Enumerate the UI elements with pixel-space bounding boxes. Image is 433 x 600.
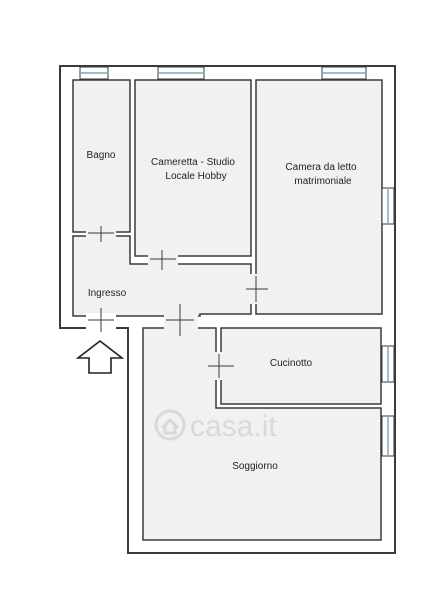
door-cucinotto <box>208 352 234 380</box>
label-ingresso: Ingresso <box>88 288 127 299</box>
label-cucinotto: Cucinotto <box>270 358 313 369</box>
door-soggiorno <box>164 304 198 336</box>
window-right-soggiorno <box>381 415 395 457</box>
door-entrance <box>86 308 116 332</box>
window-top-camera <box>321 66 367 80</box>
door-cameretta <box>148 250 178 270</box>
window-right-cucinotto <box>381 345 395 383</box>
room-cameretta-floor <box>134 79 252 257</box>
house-circle-icon <box>154 409 186 441</box>
door-bagno <box>86 226 116 242</box>
window-right-camera <box>381 187 395 225</box>
room-bagno-floor <box>72 79 131 233</box>
window-top-bagno <box>79 66 109 80</box>
up-arrow-icon <box>75 339 125 374</box>
watermark-text: casa.it <box>190 410 277 443</box>
label-camera-line1: Camera da letto <box>285 162 357 173</box>
room-soggiorno-floor <box>142 327 382 541</box>
window-top-cameretta <box>157 66 205 80</box>
room-camera-floor <box>255 79 383 315</box>
door-camera <box>246 274 268 304</box>
label-bagno: Bagno <box>87 150 116 161</box>
label-soggiorno: Soggiorno <box>232 461 278 472</box>
label-camera-line2: matrimoniale <box>294 176 352 187</box>
label-cameretta-line2: Locale Hobby <box>165 171 226 182</box>
label-cameretta-line1: Cameretta - Studio <box>151 157 235 168</box>
